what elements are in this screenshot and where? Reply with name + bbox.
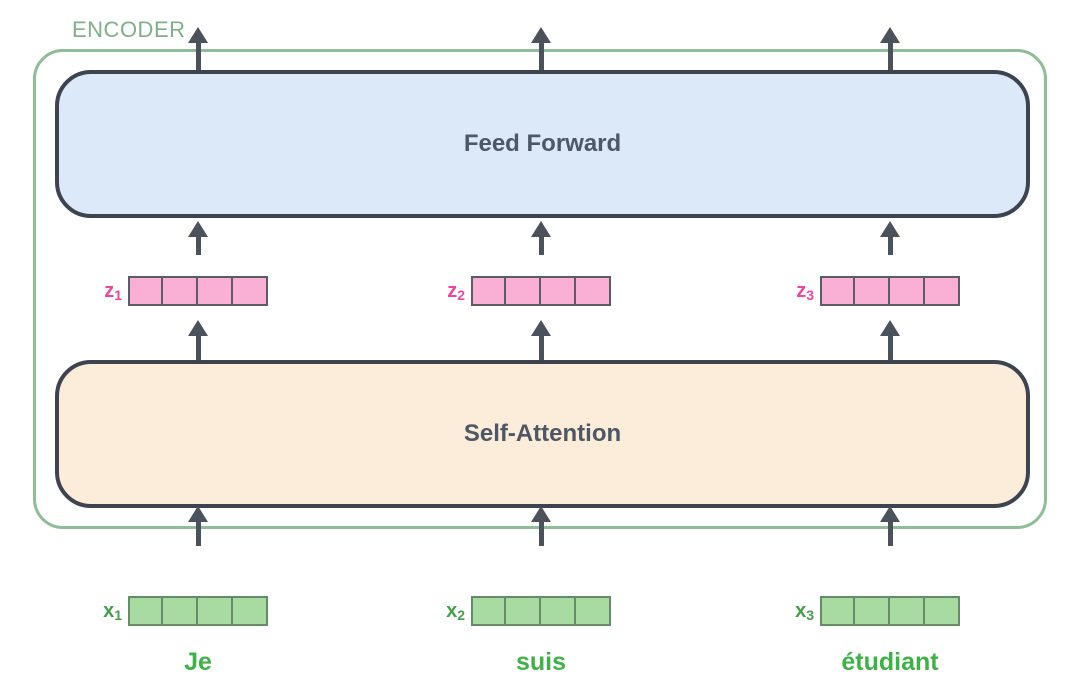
vector-z2: z2 xyxy=(437,276,611,306)
vector-z1-label: z1 xyxy=(104,279,122,303)
arrow-stem xyxy=(195,336,201,362)
vector-z3-label: z3 xyxy=(796,279,814,303)
self-attention-block: Self-Attention xyxy=(55,360,1030,508)
z2-to-ff-arrow xyxy=(531,221,551,255)
arrow-head-icon xyxy=(188,320,208,336)
vector-cell xyxy=(576,276,611,306)
arrow-stem xyxy=(538,522,544,546)
x3-to-sa-arrow xyxy=(880,506,900,546)
input-word-1: Je xyxy=(184,648,212,676)
vector-cell xyxy=(163,596,198,626)
feed-forward-label: Feed Forward xyxy=(463,130,622,157)
vector-cell xyxy=(198,596,233,626)
arrow-stem xyxy=(887,43,893,72)
arrow-stem xyxy=(195,522,201,546)
vector-x3: x3 xyxy=(786,596,960,626)
arrow-stem xyxy=(195,237,201,255)
x2-to-sa-arrow xyxy=(531,506,551,546)
input-word-3: étudiant xyxy=(841,648,939,676)
arrow-stem xyxy=(887,237,893,255)
vector-z2-label: z2 xyxy=(447,279,465,303)
arrow-head-icon xyxy=(531,27,551,43)
arrow-head-icon xyxy=(188,27,208,43)
vector-cell xyxy=(198,276,233,306)
vector-z1: z1 xyxy=(94,276,268,306)
vector-z3: z3 xyxy=(786,276,960,306)
vector-cell xyxy=(890,596,925,626)
arrow-head-icon xyxy=(880,320,900,336)
vector-cell xyxy=(506,596,541,626)
input-word-2: suis xyxy=(515,648,567,676)
vector-cell xyxy=(163,276,198,306)
encoder-caption: ENCODER xyxy=(72,17,186,42)
arrow-stem xyxy=(538,43,544,72)
arrow-stem xyxy=(887,336,893,362)
arrow-head-icon xyxy=(531,320,551,336)
vector-x1-label: x1 xyxy=(103,599,122,623)
vector-cell xyxy=(233,276,268,306)
vector-cell xyxy=(128,276,163,306)
arrow-stem xyxy=(538,336,544,362)
z1-to-ff-arrow xyxy=(188,221,208,255)
vector-cell xyxy=(855,276,890,306)
vector-cell xyxy=(541,596,576,626)
vector-cell xyxy=(233,596,268,626)
output-arrow-1 xyxy=(188,27,208,72)
arrow-head-icon xyxy=(880,506,900,522)
vector-cell xyxy=(855,596,890,626)
arrow-stem xyxy=(887,522,893,546)
vector-cell xyxy=(820,596,855,626)
vector-cell xyxy=(820,276,855,306)
sa-to-z2-arrow xyxy=(531,320,551,362)
arrow-head-icon xyxy=(880,27,900,43)
vector-x1: x1 xyxy=(94,596,268,626)
vector-cell xyxy=(890,276,925,306)
vector-cell xyxy=(925,596,960,626)
feed-forward-block: Feed Forward xyxy=(55,70,1030,218)
z3-to-ff-arrow xyxy=(880,221,900,255)
vector-cell xyxy=(541,276,576,306)
vector-x1-cells xyxy=(128,596,268,626)
self-attention-label: Self-Attention xyxy=(463,420,622,447)
arrow-head-icon xyxy=(188,506,208,522)
vector-cell xyxy=(576,596,611,626)
vector-cell xyxy=(471,276,506,306)
sa-to-z1-arrow xyxy=(188,320,208,362)
vector-x2-cells xyxy=(471,596,611,626)
vector-cell xyxy=(506,276,541,306)
vector-cell xyxy=(128,596,163,626)
arrow-head-icon xyxy=(188,221,208,237)
vector-z2-cells xyxy=(471,276,611,306)
vector-x2-label: x2 xyxy=(446,599,465,623)
vector-z1-cells xyxy=(128,276,268,306)
output-arrow-3 xyxy=(880,27,900,72)
arrow-stem xyxy=(538,237,544,255)
vector-z3-cells xyxy=(820,276,960,306)
arrow-head-icon xyxy=(531,506,551,522)
vector-cell xyxy=(471,596,506,626)
vector-x2: x2 xyxy=(437,596,611,626)
sa-to-z3-arrow xyxy=(880,320,900,362)
vector-x3-cells xyxy=(820,596,960,626)
x1-to-sa-arrow xyxy=(188,506,208,546)
vector-cell xyxy=(925,276,960,306)
vector-x3-label: x3 xyxy=(795,599,814,623)
arrow-head-icon xyxy=(880,221,900,237)
arrow-stem xyxy=(195,43,201,72)
output-arrow-2 xyxy=(531,27,551,72)
arrow-head-icon xyxy=(531,221,551,237)
